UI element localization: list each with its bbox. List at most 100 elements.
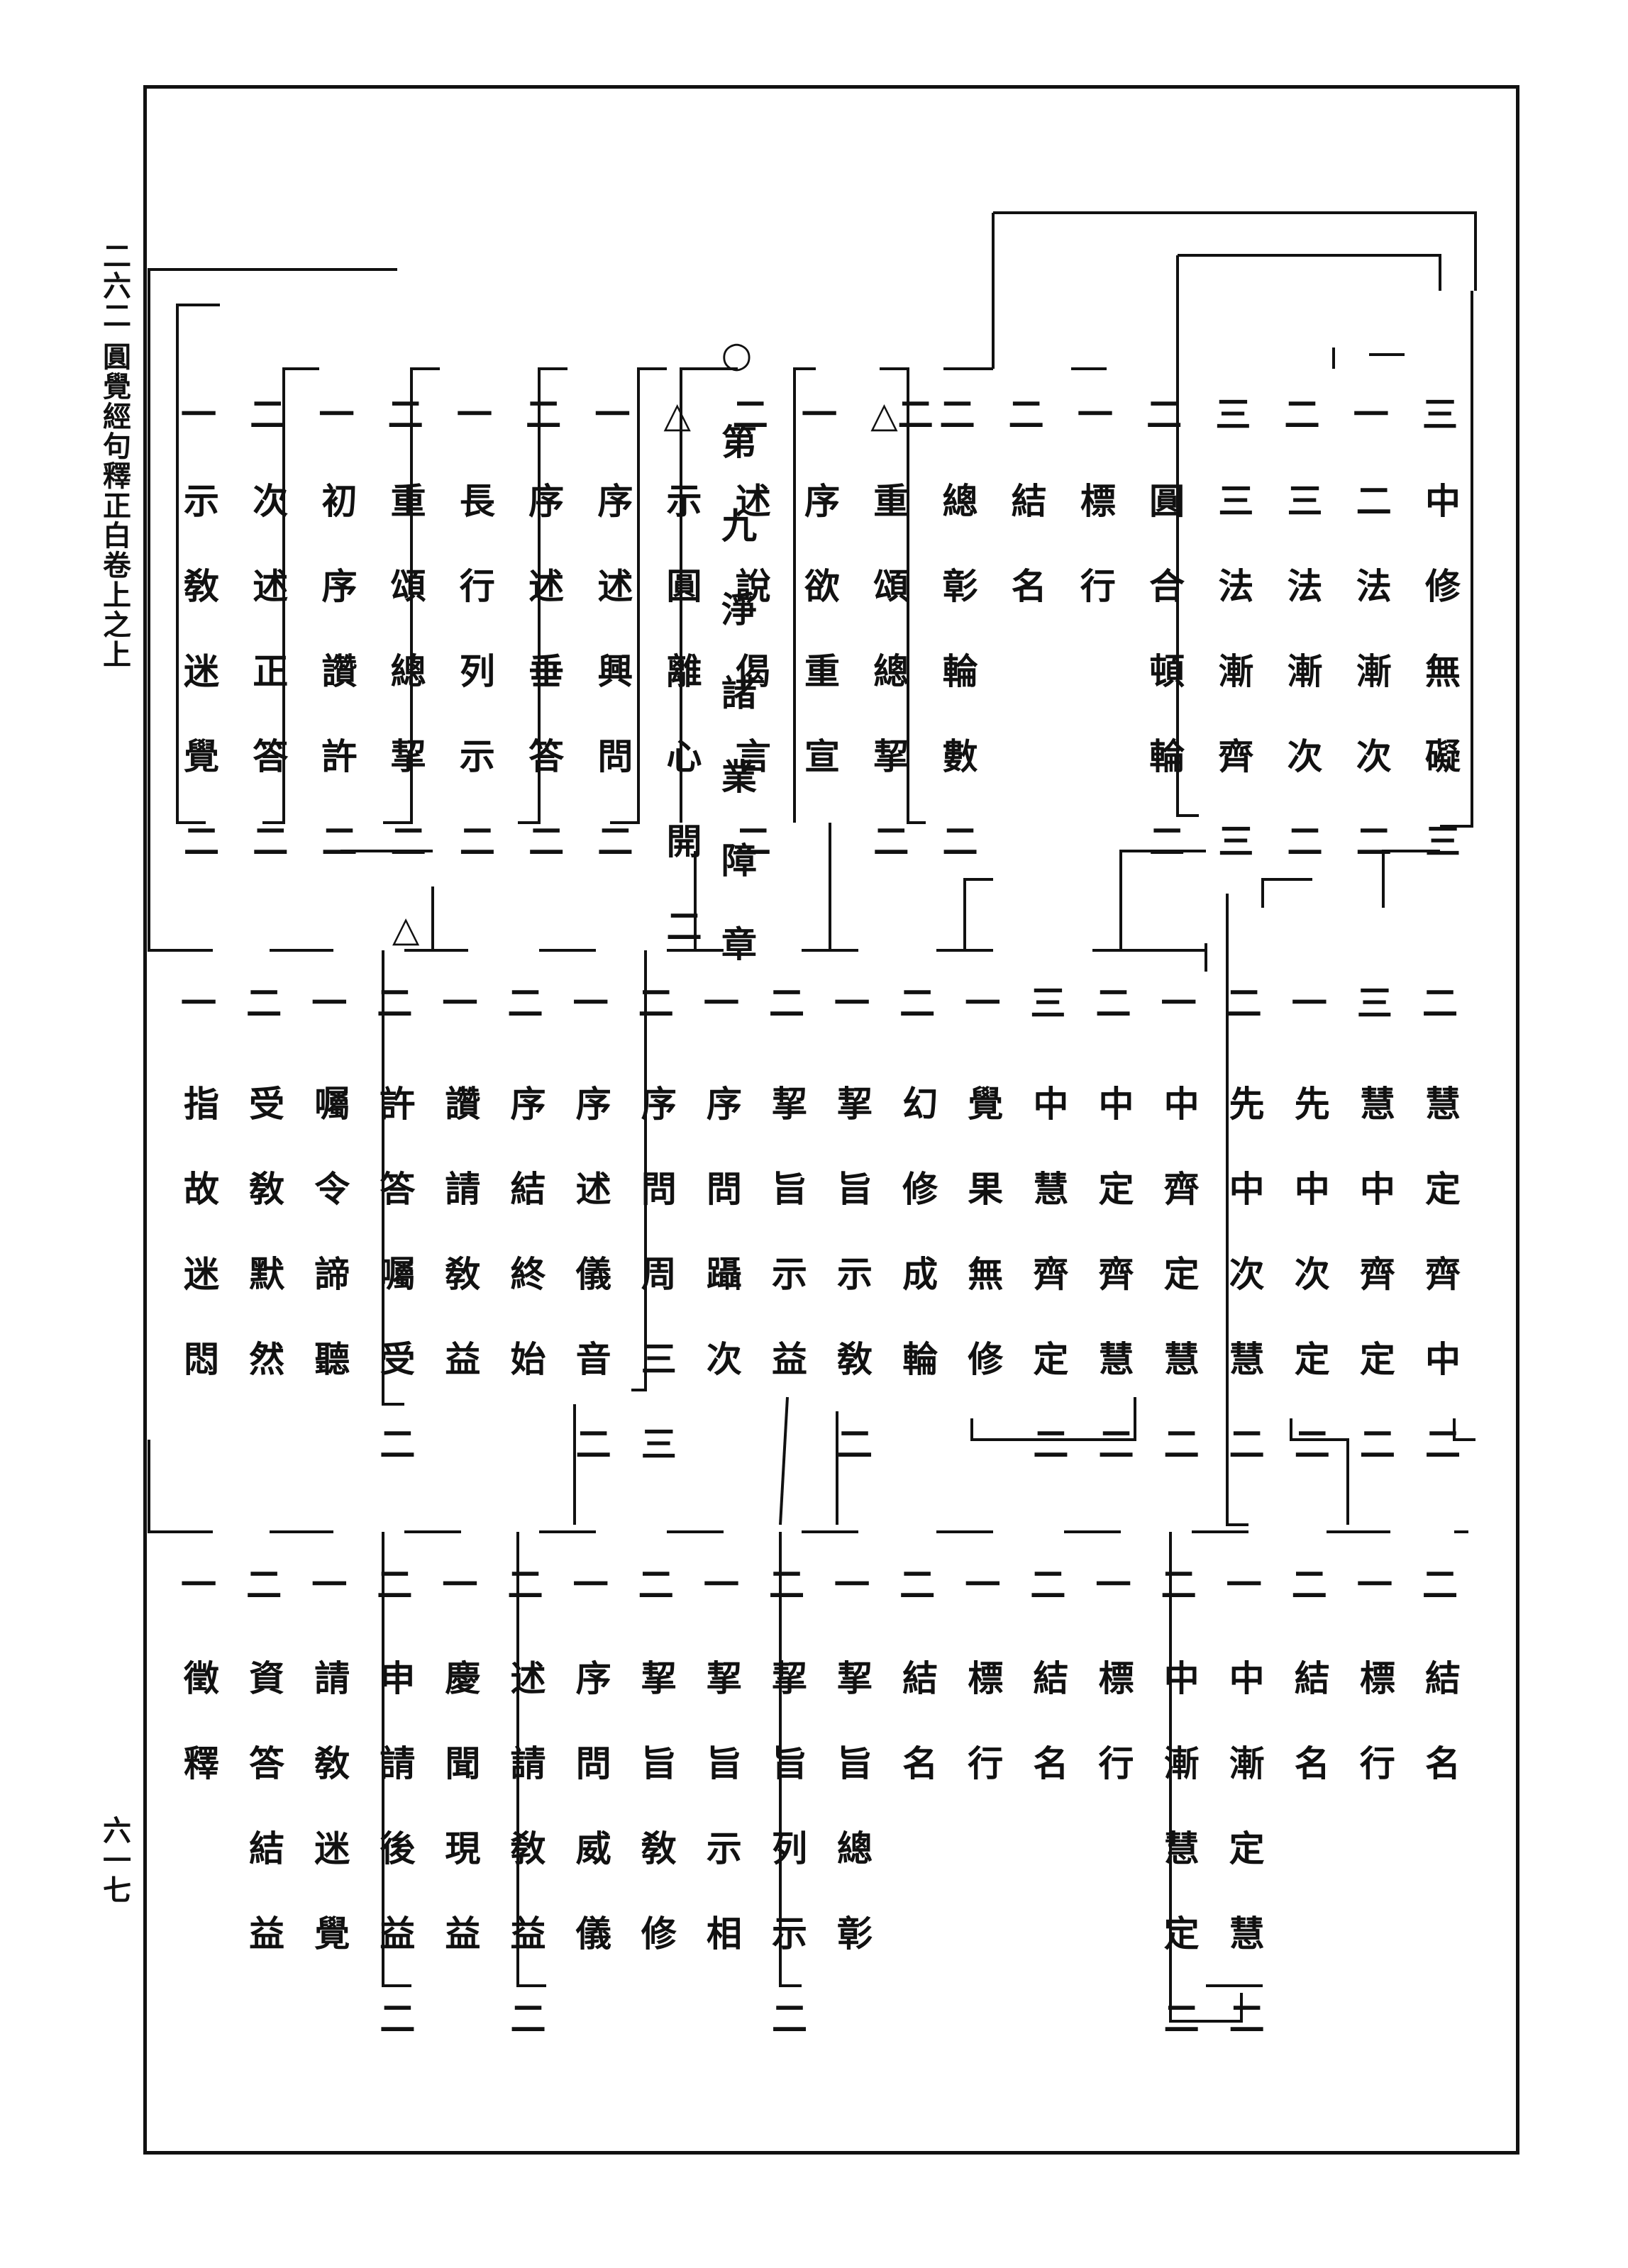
outline-entry: 序問威儀 (570, 1660, 612, 2000)
outline-entry: 結名 (897, 1660, 939, 1830)
outline-number: 二 (899, 982, 936, 1024)
outline-entry: 中齊定慧二 (1158, 1085, 1200, 1511)
outline-number: 三 (1215, 394, 1251, 435)
outline-number: 一 (181, 394, 216, 435)
outline-entry: 結名 (1288, 1660, 1331, 1830)
outline-entry: 請敎迷覺 (309, 1660, 351, 2000)
outline-number: 一 (834, 982, 870, 1024)
outline-number: 二 (899, 1564, 936, 1606)
outline-entry: 慧中齊定二 (1353, 1085, 1396, 1511)
outline-entry: 三法漸次二 (1281, 482, 1324, 908)
outline-entry: 總彰輪數二 (936, 482, 979, 908)
outline-number: △二 (870, 394, 934, 435)
outline-number: 二 (768, 1564, 804, 1606)
outline-number: 一 (456, 394, 492, 435)
outline-entry: 標行 (1092, 1660, 1135, 1830)
outline-number: 一 (572, 982, 609, 1024)
outline-number: 二 (768, 982, 804, 1024)
outline-entry: 徵釋 (178, 1660, 220, 1830)
outline-entry: 三法漸齊三 (1212, 482, 1255, 908)
outline-entry: 中慧齊定二 (1027, 1085, 1070, 1511)
outline-number: 二 (250, 394, 286, 435)
outline-entry: 慶聞現益 (439, 1660, 482, 2000)
outline-number: △ (663, 394, 691, 435)
outline-entry: 中漸慧定二 (1158, 1660, 1200, 2085)
outline-number: 一 (1077, 394, 1113, 435)
outline-number: 二 (377, 1564, 413, 1606)
outline-entry: 序述興問二 (592, 482, 634, 908)
outline-entry: 結名 (1419, 1660, 1461, 1830)
outline-number: 二 (939, 394, 975, 435)
outline-entry: 受敎默然 (243, 1085, 286, 1425)
outline-entry: 許答囑受二 (374, 1085, 416, 1511)
outline-number: 三 (1030, 982, 1066, 1024)
outline-number: 二 (526, 394, 562, 435)
outline-entry: 序述儀音二 (570, 1085, 612, 1511)
outline-number: 一 (181, 982, 216, 1024)
outline-number: 一 (703, 1564, 739, 1606)
outline-entry: 序問周三三 (635, 1085, 677, 1511)
outline-entry: 序問躡次 (700, 1085, 743, 1425)
outline-entry: 初序讚許二 (316, 482, 358, 908)
outline-number: 二 (1422, 1564, 1458, 1606)
outline-entry: 挈旨示敎二 (831, 1085, 874, 1511)
outline-entry: 示圓離心開二 (660, 482, 703, 993)
outline-entry: 述請敎益二 (504, 1660, 547, 2085)
outline-entry: 中漸定慧二 (1223, 1660, 1266, 2085)
outline-entry: 序欲重宣 (799, 482, 841, 823)
outline-entry: 標行 (1353, 1660, 1396, 1830)
outline-entry: 重頌總挈二 (868, 482, 910, 908)
outline-number: 二 (1284, 394, 1320, 435)
outline-entry: 標行 (962, 1660, 1004, 1830)
outline-entry: 挈旨示相 (700, 1660, 743, 2000)
outline-number: 一 (1353, 394, 1389, 435)
outline-entry: 申請後益二 (374, 1660, 416, 2085)
page-border (143, 85, 1519, 2155)
outline-number: 二 (1226, 982, 1262, 1024)
outline-entry: 先中次慧二 (1223, 1085, 1266, 1511)
outline-number: 一 (1356, 1564, 1392, 1606)
outline-number: 一 (1161, 982, 1197, 1024)
outline-entry: 中修無礙三 (1419, 482, 1461, 908)
outline-number: 二 (507, 982, 543, 1024)
outline-number: 二 (507, 1564, 543, 1606)
outline-number: 一 (965, 982, 1001, 1024)
outline-entry: 中定齊慧二 (1092, 1085, 1135, 1511)
outline-entry: 幻修成輪 (897, 1085, 939, 1425)
outline-number: 一 (442, 982, 478, 1024)
outline-entry: 先中次定二 (1288, 1085, 1331, 1511)
outline-entry: 長行列示二 (453, 482, 496, 908)
outline-number: 一 (311, 982, 348, 1024)
outline-entry: 慧定齊中二 (1419, 1085, 1461, 1511)
outline-entry: 讚請敎益 (439, 1085, 482, 1425)
outline-number: 二 (246, 1564, 282, 1606)
outline-number: 二 (1030, 1564, 1066, 1606)
outline-entry: 囑令諦聽 (309, 1085, 351, 1425)
chapter-heading: ○第九淨諸業障章 (716, 333, 758, 1009)
outline-number: 一 (572, 1564, 609, 1606)
outline-number: 三 (1422, 394, 1458, 435)
outline-number: 一 (181, 1564, 216, 1606)
outline-number: 二 (1422, 982, 1458, 1024)
outline-number: 一 (703, 982, 739, 1024)
outline-number: 二 (1146, 394, 1183, 435)
outline-entry: 資答結益 (243, 1660, 286, 2000)
outline-number: 一 (442, 1564, 478, 1606)
outline-number: 二 (387, 394, 423, 435)
outline-number: 二 (638, 1564, 674, 1606)
outline-entry: 次述正答二 (247, 482, 289, 908)
outline-entry: 挈旨示益 (765, 1085, 808, 1425)
outline-entry: 示敎迷覺二 (178, 482, 220, 908)
outline-number: 二 (1291, 1564, 1327, 1606)
outline-entry: 指故迷悶 (178, 1085, 220, 1425)
outline-number: 一 (802, 394, 837, 435)
outline-number: 三 (1356, 982, 1392, 1024)
outline-entry: 挈旨列示二 (765, 1660, 808, 2085)
outline-entry: 圓合頓輪二 (1144, 482, 1186, 908)
volume-label: 二六二 圓覺經句釋正白卷上之上 (98, 241, 131, 669)
page-number: 六一七 (98, 1816, 131, 1905)
outline-entry: 序結終始 (504, 1085, 547, 1425)
outline-number: 一 (1095, 1564, 1131, 1606)
outline-entry: 重頌總挈二△ (384, 482, 427, 999)
